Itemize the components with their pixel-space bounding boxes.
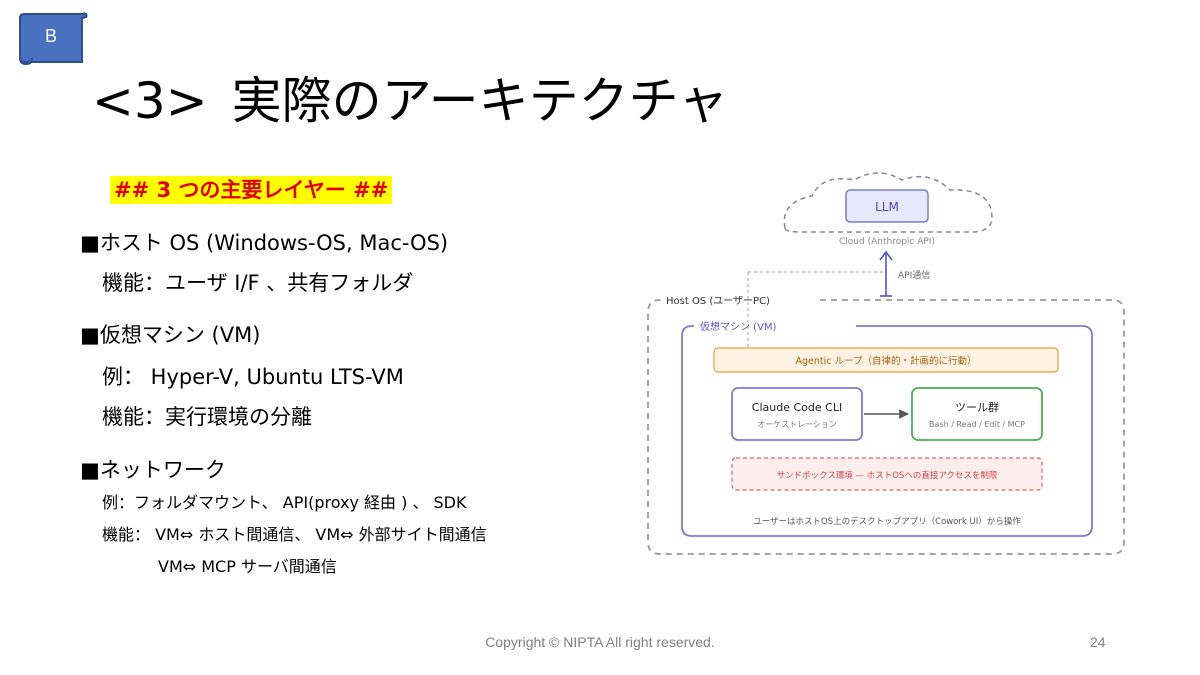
claude-cli-subtitle: オーケストレーション: [757, 420, 837, 429]
tools-subtitle: Bash / Read / Edit / MCP: [929, 420, 1025, 429]
network-function-mcp: VM⇔ MCP サーバ間通信: [158, 557, 337, 576]
vm-example: 例： Hyper-V, Ubuntu LTS-VM: [102, 365, 404, 389]
sandbox-label: サンドボックス環境 — ホストOSへの直接アクセスを制限: [777, 470, 998, 481]
cloud-label: Cloud (Anthropic API): [839, 237, 935, 247]
layers-subtitle: ## 3 つの主要レイヤー ##: [110, 176, 393, 204]
network-example: 例：フォルダマウント、 API(proxy 経由 ) 、 SDK: [102, 493, 467, 512]
copyright-footer: Copyright © NIPTA All right reserved.: [485, 634, 715, 650]
network-heading: ■ネットワーク: [80, 458, 226, 482]
section-badge-icon: [19, 12, 88, 66]
vm-function: 機能：実行環境の分離: [102, 405, 312, 429]
claude-cli-title: Claude Code CLI: [752, 401, 842, 414]
agentic-loop-label: Agentic ループ（自律的・計画的に行動）: [796, 355, 977, 367]
agentic-loop-box: [713, 347, 1059, 373]
vm-heading: ■仮想マシン (VM): [80, 323, 261, 347]
tools-title: ツール群: [955, 400, 999, 414]
network-function: 機能： VM⇔ ホスト間通信、 VM⇔ 外部サイト間通信: [102, 525, 487, 544]
host-os-function: 機能：ユーザ I/F 、共有フォルダ: [102, 271, 414, 295]
api-label: API通信: [898, 269, 930, 281]
claude-cli-box: [731, 387, 863, 441]
llm-box: [845, 189, 929, 223]
llm-label: LLM: [875, 200, 899, 214]
page-title: <3> 実際のアーキテクチャ: [92, 66, 728, 136]
page-number: 24: [1090, 634, 1106, 650]
title-number: <3>: [92, 72, 208, 130]
title-text: 実際のアーキテクチャ: [231, 72, 729, 130]
architecture-diagram: LLM Cloud (Anthropic API) API通信 Host OS …: [647, 172, 1125, 555]
section-badge-label: B: [44, 25, 57, 46]
vm-label: 仮想マシン (VM): [700, 320, 777, 333]
sandbox-box: [731, 457, 1043, 491]
host-os-label: Host OS (ユーザーPC): [666, 295, 770, 307]
host-os-frame: [647, 299, 1125, 555]
vm-frame: [681, 325, 1093, 537]
tools-box: [911, 387, 1043, 441]
user-note: ユーザーはホストOS上のデスクトップアプリ（Cowork UI）から操作: [753, 516, 1021, 527]
host-os-heading: ■ホスト OS (Windows-OS, Mac-OS): [80, 231, 449, 255]
